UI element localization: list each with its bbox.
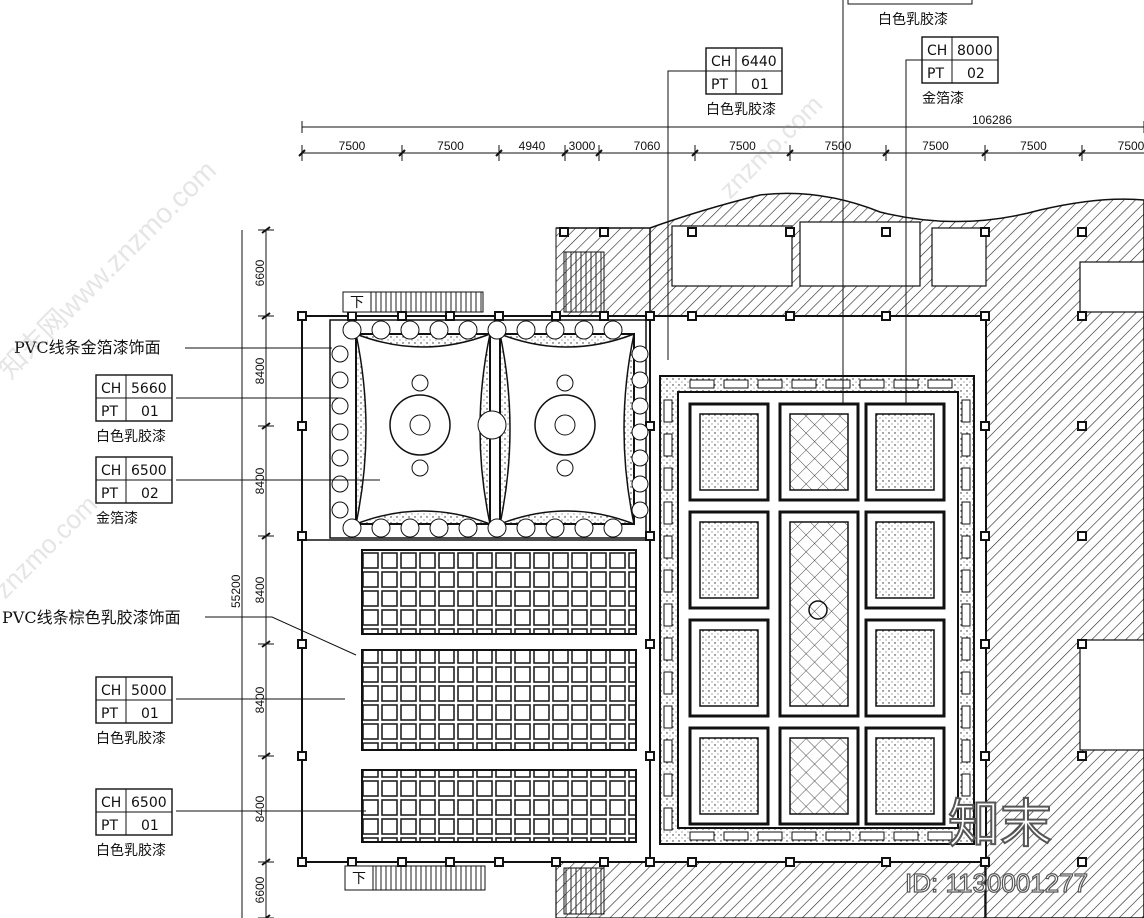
tag-ch-label: CH [101, 795, 121, 811]
tag-pt-label: PT [711, 77, 728, 93]
left-dimension-chain: 55200 6600 8400 8400 8400 8400 8400 6600 [229, 226, 274, 918]
stair-strokes [563, 251, 605, 915]
tag-note: 白色乳胶漆 [706, 101, 776, 118]
ornate-panel-left [354, 332, 492, 526]
scallop-border [331, 320, 649, 538]
tag-pt-label: PT [101, 706, 118, 722]
tag-ch-label: CH [927, 43, 947, 59]
tag-pt-value: 01 [141, 818, 159, 834]
callout-pvc-brown: PVC线条棕色乳胶漆饰面 [2, 608, 181, 627]
overall-dimension: 106286 [972, 113, 1012, 127]
top-dimension-value: 3000 [569, 139, 596, 153]
left-total-dimension: 55200 [229, 574, 243, 608]
top-dimension-value: 7500 [1118, 139, 1144, 153]
structural-columns [297, 227, 1087, 867]
ballroom-panels [688, 402, 946, 826]
ballroom-border-ornaments [663, 379, 971, 841]
tag-pt-value: 02 [141, 486, 159, 502]
leader-lines [176, 0, 922, 812]
callout-pvc-gold: PVC线条金箔漆饰面 [14, 338, 161, 357]
ornate-ceiling-zone [329, 319, 649, 539]
tag-pt-value: 02 [967, 66, 985, 82]
tag-note: 白色乳胶漆 [96, 842, 166, 859]
tag-pt-label: PT [927, 66, 944, 82]
tag-note: 金箔漆 [96, 511, 138, 527]
left-dimension-value: 6600 [253, 876, 267, 903]
left-dimension-value: 6600 [253, 259, 267, 286]
coffered-grid-zone [361, 549, 637, 843]
top-dimension-value: 7500 [922, 139, 949, 153]
hatched-wall-bottom [555, 861, 987, 918]
tag-pt-label: PT [101, 404, 118, 420]
left-dimension-value: 8400 [253, 576, 267, 603]
tag-note: 白色乳胶漆 [96, 428, 166, 445]
tag-note: 白色乳胶漆 [96, 730, 166, 747]
top-dimension-value: 7500 [339, 139, 366, 153]
tag-pt-value: 01 [141, 706, 159, 722]
tag-ch-label: CH [101, 381, 121, 397]
tag-pt-label: PT [101, 486, 118, 502]
watermark-2: znzmo.com [0, 489, 103, 604]
coffer-grid-2 [361, 649, 637, 751]
top-dimension-value: 7060 [634, 139, 661, 153]
brand-id: ID: 1130001277 [905, 868, 1088, 898]
tag-ch-value: 5000 [131, 683, 167, 699]
stair-down-label-bottom: 下 [352, 871, 366, 887]
coffer-grid-1 [361, 549, 637, 635]
tag-ch-label: CH [101, 463, 121, 479]
tag-ch-label: CH [101, 683, 121, 699]
top-cut-note: 白色乳胶漆 [878, 11, 948, 28]
tag-note: 金箔漆 [922, 91, 964, 107]
top-dimension-value: 7500 [1020, 139, 1047, 153]
left-dimension-value: 8400 [253, 795, 267, 822]
top-dimension-value: 7500 [437, 139, 464, 153]
brand-logo: 知末 [948, 795, 1052, 855]
stair-down-label-top: 下 [350, 295, 364, 311]
left-dimension-value: 8400 [253, 467, 267, 494]
ornate-panel-right [498, 332, 636, 526]
top-dimension-value: 4940 [519, 139, 546, 153]
tag-pt-label: PT [101, 818, 118, 834]
top-dimension-value: 7500 [825, 139, 852, 153]
tag-ch-value: 8000 [957, 43, 993, 59]
stair-bottom: 下 [344, 865, 486, 891]
tag-ch-value: 6500 [131, 463, 167, 479]
tag-pt-value: 01 [751, 77, 769, 93]
coffer-grid-3 [361, 769, 637, 843]
tag-ch-value: 5660 [131, 381, 167, 397]
tag-ch-value: 6500 [131, 795, 167, 811]
top-dimension-value: 7500 [729, 139, 756, 153]
tag-ch-label: CH [711, 54, 731, 70]
left-dimension-value: 8400 [253, 357, 267, 384]
ballroom-ceiling [659, 375, 975, 845]
tag-ch-value: 6440 [741, 54, 777, 70]
hatched-wall-top [556, 192, 1144, 918]
stair-top: 下 [342, 291, 484, 313]
left-dimension-value: 8400 [253, 686, 267, 713]
top-cut-tag-box [847, 0, 973, 5]
tag-pt-value: 01 [141, 404, 159, 420]
top-dimension-chain: 106286 7500 7500 4940 3000 7060 7500 7500 7500 7… [298, 113, 1144, 161]
